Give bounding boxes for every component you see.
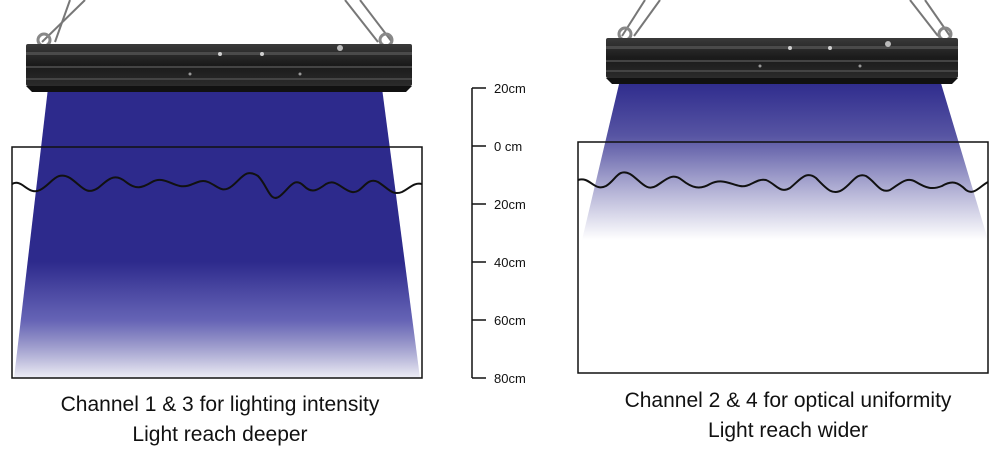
depth-scale: 20cm 0 cm 20cm 40cm 60cm 80cm [471, 81, 526, 386]
right-caption-line1: Channel 2 & 4 for optical uniformity [624, 389, 952, 412]
right-panel [577, 0, 989, 374]
left-caption: Channel 1 & 3 for lighting intensity Lig… [20, 390, 420, 450]
right-hanging-cables [621, 0, 951, 37]
left-tank-outline [11, 146, 423, 379]
right-tank-outline [577, 141, 989, 374]
right-caption: Channel 2 & 4 for optical uniformity Lig… [588, 386, 988, 446]
left-light-fixture [26, 44, 412, 92]
scale-label: 40cm [494, 255, 526, 270]
left-caption-line1: Channel 1 & 3 for lighting intensity [60, 393, 380, 416]
right-water-surface [577, 171, 989, 194]
left-water-surface [11, 172, 423, 199]
scale-label: 20cm [494, 197, 526, 212]
left-panel [11, 0, 423, 379]
scale-label: 20cm [494, 81, 526, 96]
right-light-beam [582, 80, 988, 240]
left-light-beam [14, 88, 420, 378]
scale-label: 60cm [494, 313, 526, 328]
scale-label: 80cm [494, 371, 526, 386]
right-light-fixture [606, 38, 958, 84]
right-caption-line2: Light reach wider [708, 419, 868, 442]
left-hanging-cables [41, 0, 393, 43]
left-caption-line2: Light reach deeper [132, 423, 308, 446]
scale-label: 0 cm [494, 139, 522, 154]
